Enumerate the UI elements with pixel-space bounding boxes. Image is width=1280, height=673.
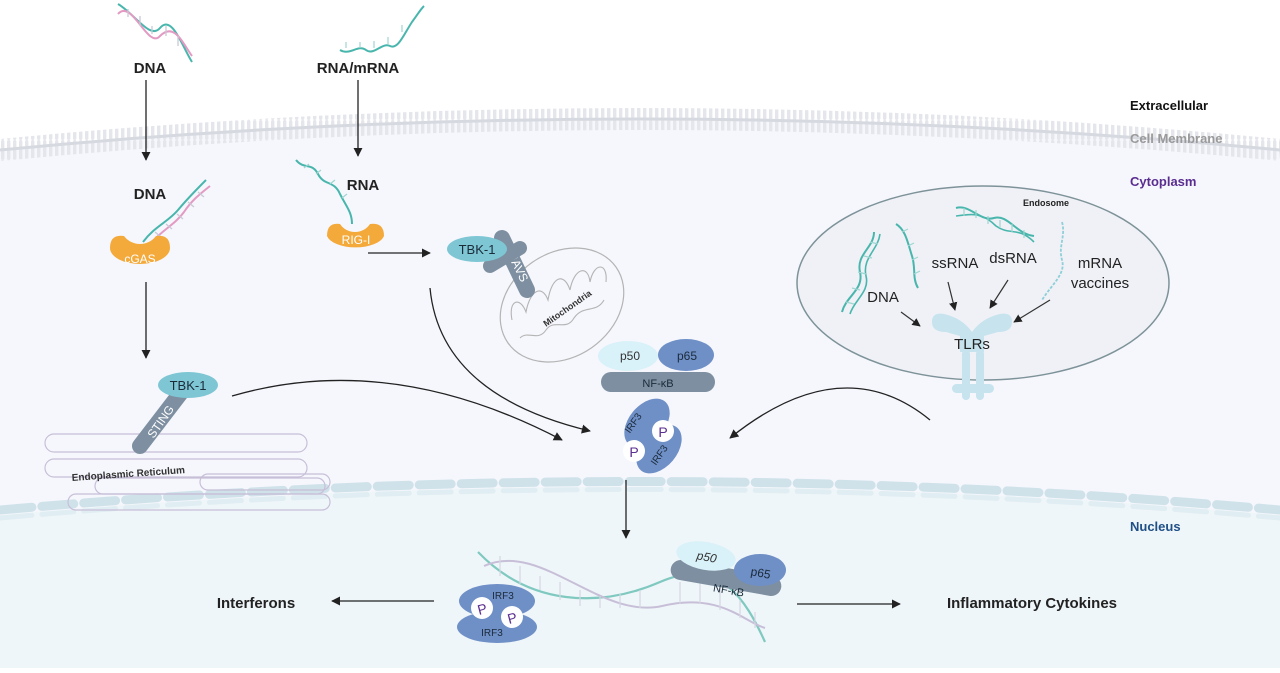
nfkb-complex-nucleus: p50 p65 NF-κB [670, 541, 786, 600]
arrow-mrna-to-tlr [1013, 299, 1051, 323]
endosome-dsrna-helix [955, 206, 1035, 243]
endoplasmic-reticulum [44, 433, 331, 511]
label-rna-inside: RNA [347, 177, 380, 194]
dna-helix-cgas [142, 179, 211, 247]
label-inflammatory-cytokines: Inflammatory Cytokines [947, 595, 1117, 612]
nucleus-region [0, 486, 1280, 668]
label-rig-i: RIG-I [342, 233, 371, 247]
label-tlrs: TLRs [954, 336, 990, 353]
label-p50-nucleus: p50 [695, 548, 718, 565]
arrow-ssrna-to-tlr [947, 281, 958, 311]
cell-membrane [0, 108, 1280, 161]
rna-strand-outside [339, 5, 425, 53]
phospho-marker [623, 440, 645, 462]
nuclear-envelope [0, 477, 1280, 521]
phospho-marker [501, 606, 523, 628]
label-vaccines: vaccines [1071, 275, 1129, 292]
endosome-dna-helix [841, 231, 881, 315]
label-nfkb-nucleus: NF-κB [712, 582, 745, 599]
dna-helix-outside [117, 3, 193, 63]
label-tbk1-sting: TBK-1 [170, 378, 207, 393]
mitochondria [499, 247, 625, 363]
tbk1-sting [158, 372, 218, 398]
phospho-marker [471, 597, 493, 619]
endosome-ssrna-strand [895, 223, 921, 289]
label-mrna: mRNA [1078, 255, 1122, 272]
arrow-tlr-to-irf3 [729, 387, 931, 439]
label-endosome-dna: DNA [867, 289, 899, 306]
phospho-marker [652, 420, 674, 442]
label-nucleus: Nucleus [1130, 519, 1181, 534]
label-irf3: IRF3 [492, 591, 514, 602]
label-phospho: P [629, 444, 638, 460]
label-p65-nucleus: p65 [750, 564, 772, 581]
rna-strand-rigi [295, 159, 353, 225]
label-p65-cytoplasm: p65 [677, 349, 697, 363]
label-dna-inside: DNA [134, 186, 167, 203]
label-endosome: Endosome [1023, 198, 1069, 208]
arrow-dsrna-to-tlr [989, 279, 1009, 309]
label-tbk1-mavs: TBK-1 [459, 242, 496, 257]
endosome-mrna-strand [1041, 221, 1065, 301]
label-p50-cytoplasm: p50 [620, 349, 640, 363]
mavs-connector [483, 241, 527, 273]
label-phospho: P [476, 600, 489, 618]
arrow-sting-to-irf3 [231, 379, 563, 441]
label-phospho: P [506, 609, 519, 627]
label-interferons: Interferons [217, 595, 295, 612]
tbk1-mavs [447, 236, 507, 262]
label-cell-membrane: Cell Membrane [1130, 131, 1222, 146]
irf3-dimer-nucleus: P P IRF3 IRF3 [457, 584, 537, 643]
label-dna-outside: DNA [134, 60, 167, 77]
cgas-sensor [110, 235, 170, 264]
tlr-receptor: TLRs [932, 313, 1012, 400]
rig-i-sensor [327, 223, 384, 248]
arrow-mavs-to-irf3 [429, 287, 591, 434]
nfkb-complex-cytoplasm: p50 p65 NF-κB [598, 339, 715, 392]
nucleus-dna-helix [477, 551, 767, 643]
label-ssrna: ssRNA [932, 255, 979, 272]
arrow-dna-to-tlr [900, 311, 921, 327]
label-cytoplasm: Cytoplasm [1130, 174, 1196, 189]
label-extracellular: Extracellular [1130, 98, 1208, 113]
label-cgas: cGAS [124, 252, 155, 266]
label-phospho: P [658, 424, 667, 440]
label-irf3: IRF3 [481, 628, 503, 639]
label-dsrna: dsRNA [989, 250, 1037, 267]
irf3-dimer-cytoplasm: P P IRF3 IRF3 [623, 398, 682, 474]
label-rna-outside: RNA/mRNA [317, 60, 400, 77]
label-nfkb-cytoplasm: NF-κB [642, 378, 673, 390]
